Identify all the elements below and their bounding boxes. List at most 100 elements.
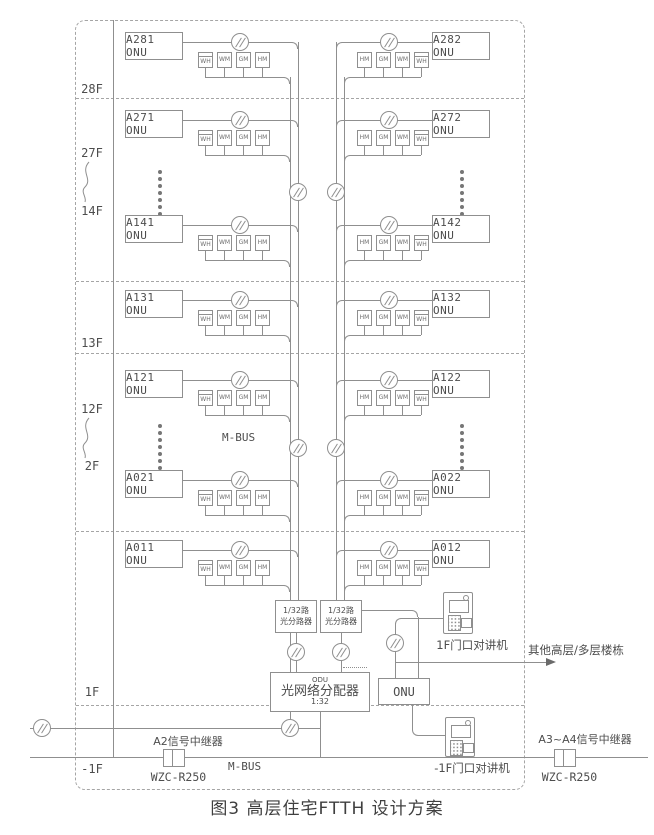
meter-stem-line (383, 68, 384, 77)
meter-stem-line (224, 406, 225, 415)
mbus-bundle-line (205, 515, 284, 516)
meter-box: HM (255, 235, 270, 251)
line-elbow (284, 260, 290, 267)
ellipsis-dots (460, 191, 464, 195)
meter-box: WM (395, 560, 410, 576)
intercom-device-1f (443, 592, 473, 634)
fiber-splice-icon (380, 371, 398, 389)
ellipsis-dots (158, 445, 162, 449)
onu-unit-box: A272 ONU (432, 110, 490, 138)
floor-label: -1F (81, 762, 103, 776)
mbus-bundle-line (205, 77, 284, 78)
repeater-a2-label: A2信号中继器 (153, 735, 223, 748)
line-elbow (336, 120, 342, 127)
mbus-bundle-line (205, 260, 284, 261)
meter-box: WM (395, 235, 410, 251)
meter-stem-line (205, 506, 206, 515)
ellipsis-dots (460, 184, 464, 188)
meter-box: WM (217, 490, 232, 506)
splitter-onu-line (362, 610, 412, 611)
mbus-bundle-line (350, 585, 421, 586)
meter-stem-line (383, 251, 384, 260)
meter-stem-line (205, 251, 206, 260)
mbus-label-mid: M-BUS (222, 431, 256, 444)
meter-box: WM (217, 310, 232, 326)
meter-stem-line (421, 406, 422, 415)
ellipsis-dots (460, 459, 464, 463)
line-elbow (292, 42, 298, 49)
floor-divider (76, 98, 524, 99)
dotted-jumper-line (343, 667, 367, 668)
floor-label: 13F (81, 336, 103, 350)
ellipsis-dots (460, 212, 464, 216)
meter-stem-line (402, 326, 403, 335)
onu-intercom-line (418, 735, 445, 736)
meter-stem-line (364, 406, 365, 415)
meter-box: WM (217, 130, 232, 146)
left-fiber-riser (298, 42, 299, 600)
meter-box: WM (395, 310, 410, 326)
line-elbow (292, 550, 298, 557)
mbus-bundle-line (350, 415, 421, 416)
intercom-device-b1f (445, 717, 475, 757)
meter-stem-line (224, 68, 225, 77)
line-elbow (344, 415, 350, 422)
floor-divider (76, 531, 524, 532)
line-elbow (344, 585, 350, 592)
ellipsis-dots (158, 212, 162, 216)
line-elbow (344, 335, 350, 342)
meter-stem-line (243, 68, 244, 77)
meter-collector-box: WH (198, 490, 213, 506)
meter-box: HM (255, 52, 270, 68)
meter-box: WM (217, 560, 232, 576)
intercom-button (461, 618, 472, 628)
meter-stem-line (224, 326, 225, 335)
odu-name: 光网络分配器 (280, 683, 359, 699)
meter-box: HM (255, 130, 270, 146)
meter-stem-line (402, 251, 403, 260)
onu-unit-box: A132 ONU (432, 290, 490, 318)
intercom-b1f-label: -1F门口对讲机 (434, 761, 510, 775)
fiber-splice-icon (332, 643, 350, 661)
meter-stem-line (224, 146, 225, 155)
mbus-bundle-line (350, 260, 421, 261)
meter-box: HM (357, 130, 372, 146)
mbus-bundle-line (350, 515, 421, 516)
line-elbow (292, 380, 298, 387)
fiber-splice-icon (380, 471, 398, 489)
fiber-splice-icon (33, 719, 51, 737)
line-elbow (336, 300, 342, 307)
ellipsis-dots (460, 424, 464, 428)
line-elbow (284, 415, 290, 422)
break-squiggle (82, 417, 90, 459)
meter-collector-box: WH (414, 130, 429, 146)
line-elbow (336, 550, 342, 557)
splitter-label-line1: 1/32路 (283, 606, 309, 616)
odu-down-link (320, 712, 321, 757)
fiber-splice-icon (386, 634, 404, 652)
break-squiggle (82, 161, 90, 203)
meter-stem-line (383, 576, 384, 585)
signal-repeater-box-a3a4 (554, 749, 576, 767)
ellipsis-dots (460, 205, 464, 209)
meter-box: GM (236, 52, 251, 68)
line-elbow (336, 225, 342, 232)
meter-box: HM (255, 560, 270, 576)
meter-box: HM (357, 490, 372, 506)
ellipsis-dots (158, 198, 162, 202)
ellipsis-dots (158, 205, 162, 209)
meter-stem-line (364, 576, 365, 585)
fiber-splice-icon (231, 371, 249, 389)
meter-stem-line (383, 146, 384, 155)
other-buildings-line (395, 662, 546, 663)
fiber-splice-icon (231, 541, 249, 559)
onu-unit-box: A282 ONU (432, 32, 490, 60)
meter-box: WM (395, 130, 410, 146)
odu-box: ODU 光网络分配器 1:32 (270, 672, 370, 712)
meter-stem-line (421, 251, 422, 260)
onu-unit-box: A131 ONU (125, 290, 183, 318)
meter-box: HM (357, 560, 372, 576)
meter-stem-line (205, 576, 206, 585)
meter-stem-line (224, 251, 225, 260)
intercom-keypad (448, 615, 461, 631)
